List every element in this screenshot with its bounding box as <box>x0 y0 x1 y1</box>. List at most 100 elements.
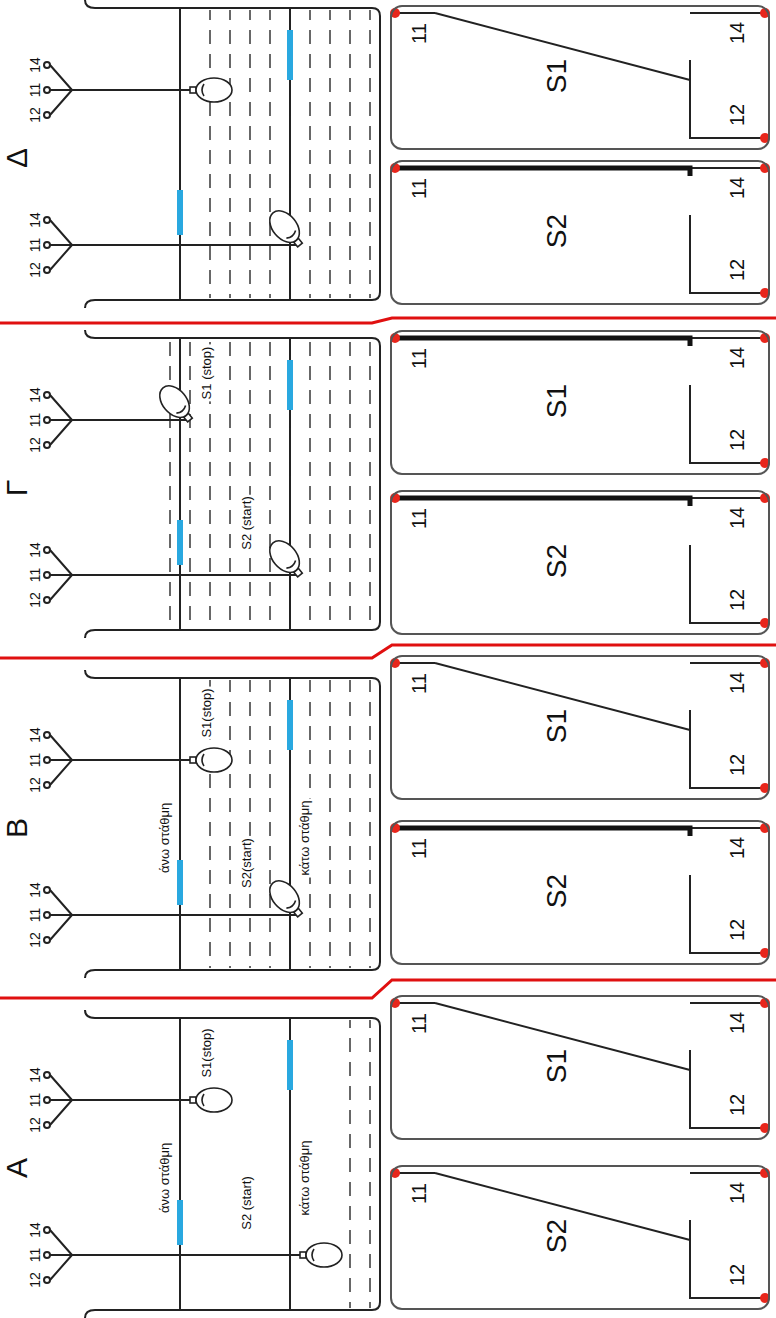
float <box>264 875 309 923</box>
terminal-number: 12 <box>28 1115 43 1135</box>
switch-name: S2 <box>542 1219 573 1253</box>
panel-letter: Γ <box>0 478 33 499</box>
tank <box>44 0 380 308</box>
switch-contact <box>390 1168 770 1303</box>
terminal-number: 12 <box>28 260 43 280</box>
terminal-number: 11 <box>28 906 43 925</box>
terminal-number: 12 <box>726 429 748 451</box>
terminal-number: 14 <box>726 1182 748 1204</box>
terminal-number: 14 <box>28 210 43 230</box>
terminal-number: 14 <box>28 880 43 900</box>
terminal-number: 14 <box>726 177 748 199</box>
terminal-number: 12 <box>726 1264 748 1286</box>
terminal-number: 11 <box>28 411 43 430</box>
terminal-number: 14 <box>726 837 748 859</box>
switch-box: S2 11 12 14 <box>390 490 770 635</box>
switch-name: S2 <box>542 544 573 578</box>
switch-box: S2 11 12 14 <box>390 1165 770 1310</box>
terminal-number: 11 <box>408 23 430 44</box>
switch-box: S2 11 12 14 <box>390 820 770 965</box>
switch-box: S1 11 12 14 <box>390 330 770 475</box>
float <box>264 205 309 253</box>
float <box>264 535 309 583</box>
switch-contact <box>390 493 770 628</box>
terminal-number: 14 <box>726 22 748 44</box>
terminal-number: 12 <box>28 105 43 125</box>
level-label: κάτω στάθμη <box>298 798 312 877</box>
switch-name: S2 <box>542 214 573 248</box>
separator-lines <box>0 318 776 998</box>
terminal-number: 14 <box>28 385 43 405</box>
water <box>155 340 372 628</box>
terminal-number: 12 <box>28 1270 43 1290</box>
separator-line <box>0 318 776 323</box>
switch-contact <box>390 998 770 1133</box>
level-label: άνω στάθμη <box>158 1141 172 1215</box>
switch-box: S1 11 12 14 <box>390 5 770 150</box>
terminal-number: 11 <box>28 81 43 100</box>
panel-letter: Δ <box>0 146 33 170</box>
terminal-number: 11 <box>28 566 43 585</box>
tank <box>44 1010 380 1318</box>
level-label: S1(stop) <box>200 686 214 739</box>
terminal-number: 12 <box>726 259 748 281</box>
terminal-number: 14 <box>726 347 748 369</box>
float <box>300 1243 342 1267</box>
terminal-number: 11 <box>408 673 430 694</box>
terminal-number: 12 <box>28 775 43 795</box>
terminal-number: 12 <box>726 1094 748 1116</box>
float <box>190 748 232 772</box>
terminal-number: 11 <box>408 838 430 859</box>
tank <box>44 670 380 978</box>
float <box>190 78 232 102</box>
switch-name: S1 <box>542 1049 573 1083</box>
switch-contact <box>390 163 770 298</box>
level-label: S2(start) <box>240 836 254 890</box>
switch-name: S1 <box>542 709 573 743</box>
terminal-number: 12 <box>28 930 43 950</box>
switch-box: S1111214 <box>390 655 770 800</box>
terminal-number: 14 <box>726 1012 748 1034</box>
terminal-number: 11 <box>28 751 43 770</box>
switch-contact <box>390 333 770 468</box>
terminal-number: 14 <box>28 55 43 75</box>
level-label: S2 (start) <box>240 1174 254 1231</box>
terminal-number: 11 <box>408 348 430 369</box>
terminal-number: 14 <box>28 725 43 745</box>
water <box>335 1020 372 1308</box>
terminal-number: 12 <box>28 590 43 610</box>
terminal-number: 14 <box>726 507 748 529</box>
terminal-number: 11 <box>28 236 43 255</box>
terminal-number: 11 <box>28 1091 43 1110</box>
terminal-number: 11 <box>408 1183 430 1204</box>
switch-box: S1 11 12 14 <box>390 995 770 1140</box>
panel-letter: Α <box>0 1156 33 1180</box>
switch-contact <box>390 8 770 143</box>
terminal-number: 12 <box>726 104 748 126</box>
terminal-number: 12 <box>28 435 43 455</box>
panel-letter: Β <box>0 816 33 840</box>
switch-box: S2 11 12 14 <box>390 160 770 305</box>
level-label: S1(stop) <box>200 1026 214 1079</box>
level-label: άνω στάθμη <box>158 801 172 875</box>
terminal-number: 14 <box>726 672 748 694</box>
terminal-number: 12 <box>726 919 748 941</box>
level-label: κάτω στάθμη <box>298 1138 312 1217</box>
float <box>154 380 199 428</box>
switch-contact <box>390 823 770 958</box>
switch-name: S1 <box>542 384 573 418</box>
terminal-number: 14 <box>28 1220 43 1240</box>
terminal-number: 11 <box>408 1013 430 1034</box>
terminal-number: 11 <box>408 178 430 199</box>
level-label: S2 (start) <box>240 494 254 551</box>
terminal-number: 12 <box>726 589 748 611</box>
switch-name: S2 <box>542 874 573 908</box>
switch-contact <box>390 658 770 793</box>
terminal-number: 14 <box>28 540 43 560</box>
tank <box>44 330 380 638</box>
switch-name: S1 <box>542 59 573 93</box>
terminal-number: 11 <box>28 1246 43 1265</box>
terminal-number: 11 <box>408 508 430 529</box>
